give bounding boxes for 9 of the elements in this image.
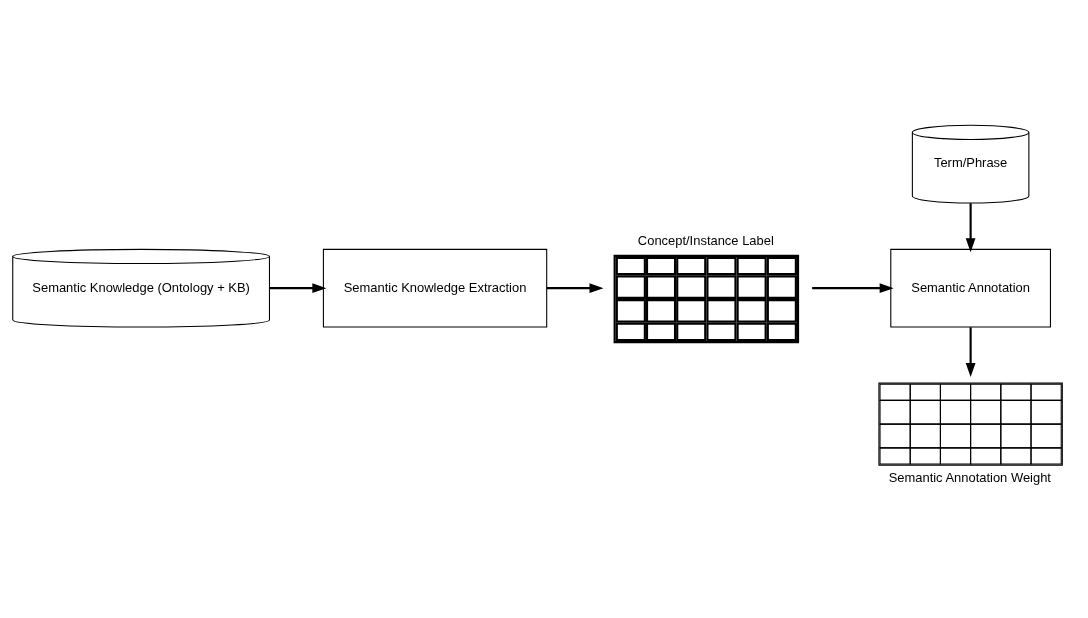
arrow xyxy=(965,326,976,377)
node-box: Semantic Knowledge Extraction xyxy=(322,248,548,328)
node-label: Semantic Annotation Weight xyxy=(888,469,1051,485)
node-label: Concept/Instance Label xyxy=(637,232,774,248)
arrow xyxy=(965,202,976,252)
arrow xyxy=(812,282,894,293)
arrow xyxy=(546,282,604,293)
arrow xyxy=(269,282,327,293)
node-box: Semantic Annotation xyxy=(890,248,1051,328)
